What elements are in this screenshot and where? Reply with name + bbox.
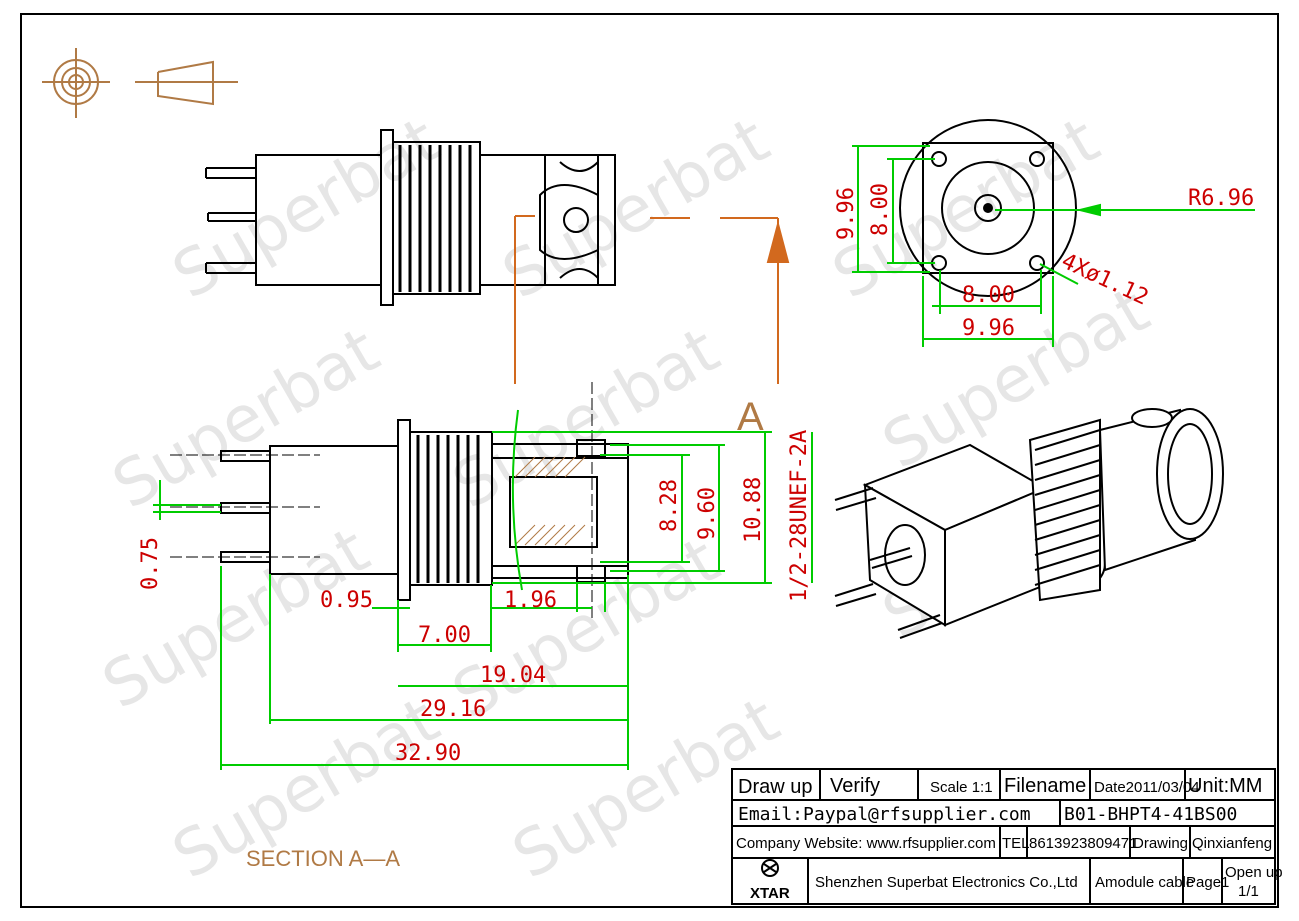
- tb-website: Company Website: www.rfsupplier.com: [736, 835, 996, 852]
- tb-page: Page1: [1186, 874, 1229, 891]
- section-view: [220, 419, 629, 601]
- front-dims: [852, 145, 1255, 347]
- drawing-border: [20, 13, 1279, 908]
- dim-front-outer: 9.96: [834, 187, 859, 240]
- dim-pin-pitch: 0.75: [138, 537, 163, 590]
- section-dims: [153, 409, 813, 770]
- tb-drawing-label: Drawing: [1133, 835, 1188, 852]
- dim-wall: 1.96: [504, 588, 557, 613]
- tb-tel: 8613923809471: [1029, 835, 1137, 852]
- section-hatch: [514, 456, 586, 546]
- dim-overall-32: 32.90: [395, 741, 461, 766]
- dim-dia-828: 8.28: [657, 479, 682, 532]
- isometric-view: [834, 408, 1224, 639]
- xtar-logo: XTAR: [750, 859, 790, 902]
- dim-radius: R6.96: [1188, 186, 1254, 211]
- dim-overall-29: 29.16: [420, 697, 486, 722]
- tb-draw-up: Draw up: [738, 776, 812, 798]
- tb-scale: Scale 1:1: [930, 779, 993, 796]
- tb-filename: Filename: [1004, 775, 1086, 797]
- tb-unit: Unit:MM: [1188, 775, 1262, 797]
- dim-flange: 0.95: [320, 588, 373, 613]
- tb-date: Date2011/03/04: [1094, 779, 1200, 796]
- dim-body: 7.00: [418, 623, 471, 648]
- section-label: SECTION A—A: [246, 846, 400, 871]
- tb-open-up: Open up: [1225, 864, 1283, 881]
- watermark-text: Superbat: [101, 314, 391, 524]
- watermark-text: Superbat: [161, 104, 451, 314]
- dim-thread: 1/2-28UNEF-2A: [787, 430, 812, 602]
- dim-overall-19: 19.04: [480, 663, 546, 688]
- projection-symbol: [42, 48, 238, 118]
- front-view: [899, 119, 1077, 297]
- tb-drawer: Qinxianfeng: [1192, 835, 1272, 852]
- watermark-text: Superbat: [491, 104, 781, 314]
- dim-front-bottom-outer: 9.96: [962, 316, 1015, 341]
- tb-company: Shenzhen Superbat Electronics Co.,Ltd: [815, 874, 1078, 891]
- dim-front-inner: 8.00: [868, 183, 893, 236]
- tb-tel-label: TEL: [1002, 835, 1030, 852]
- side-view: [205, 129, 616, 306]
- tb-email: Email:Paypal@rfsupplier.com: [738, 804, 1031, 825]
- dim-dia-1088: 10.88: [741, 477, 766, 543]
- tb-part-number: B01-BHPT4-41BS00: [1064, 804, 1237, 825]
- dim-dia-960: 9.60: [695, 487, 720, 540]
- logo-text: XTAR: [750, 885, 790, 902]
- watermark-text: Superbat: [91, 514, 381, 724]
- center-lines: [170, 382, 593, 620]
- section-line: [514, 215, 790, 384]
- dim-front-bottom-inner: 8.00: [962, 283, 1015, 308]
- watermark-text: Superbat: [441, 314, 731, 524]
- tb-product: Amodule cable: [1095, 874, 1194, 891]
- title-block: [731, 768, 1276, 905]
- tb-verify: Verify: [830, 775, 880, 797]
- tb-open-up-pages: 1/1: [1238, 883, 1259, 900]
